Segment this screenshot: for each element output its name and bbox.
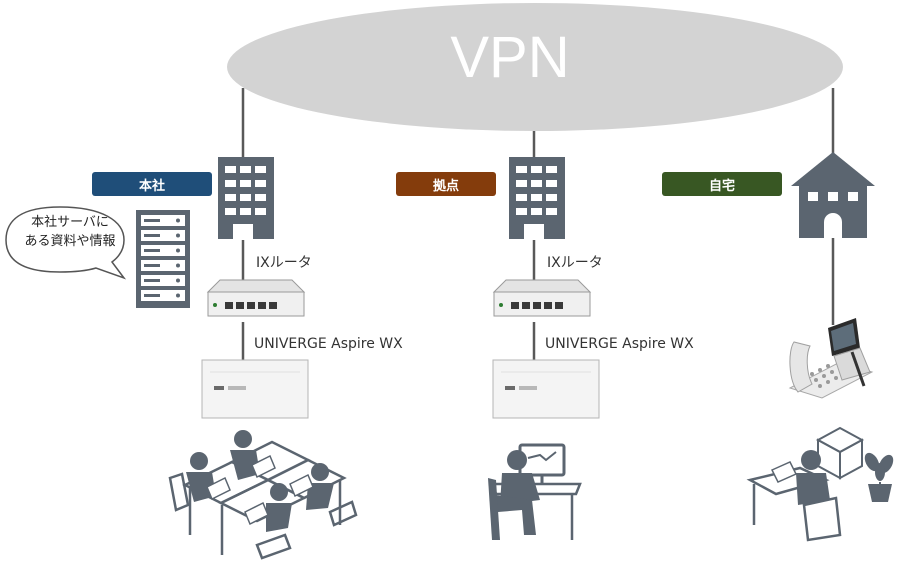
branch-pbx-device-icon — [492, 359, 600, 419]
connection-lines — [241, 88, 835, 362]
branch-worker-icon — [488, 443, 582, 540]
branch-building-icon — [509, 157, 565, 239]
ip-phone-icon — [788, 318, 874, 399]
callout-text: 本社サーバに ある資料や情報 — [14, 213, 126, 251]
branch-badge: 拠点 — [396, 172, 496, 196]
hq-building-icon — [218, 157, 274, 239]
branch-router-label: IXルータ — [547, 255, 603, 271]
branch-router-icon — [492, 279, 592, 317]
callout-bubble — [5, 206, 127, 280]
hq-pbx-label: UNIVERGE Aspire WX — [254, 336, 403, 352]
hq-office-workers-icon — [168, 430, 358, 560]
home-worker-icon — [746, 426, 894, 542]
vpn-label: VPN — [450, 25, 570, 90]
home-house-icon — [791, 152, 875, 238]
hq-router-label: IXルータ — [256, 255, 312, 271]
hq-badge: 本社 — [92, 172, 212, 196]
server-rack-icon — [136, 210, 190, 308]
home-badge: 自宅 — [662, 172, 782, 196]
vpn-cloud — [227, 3, 843, 131]
hq-pbx-device-icon — [201, 359, 309, 419]
hq-router-icon — [206, 279, 306, 317]
callout-line-2: ある資料や情報 — [24, 234, 116, 249]
branch-pbx-label: UNIVERGE Aspire WX — [545, 336, 694, 352]
callout-line-1: 本社サーバに — [31, 215, 109, 230]
